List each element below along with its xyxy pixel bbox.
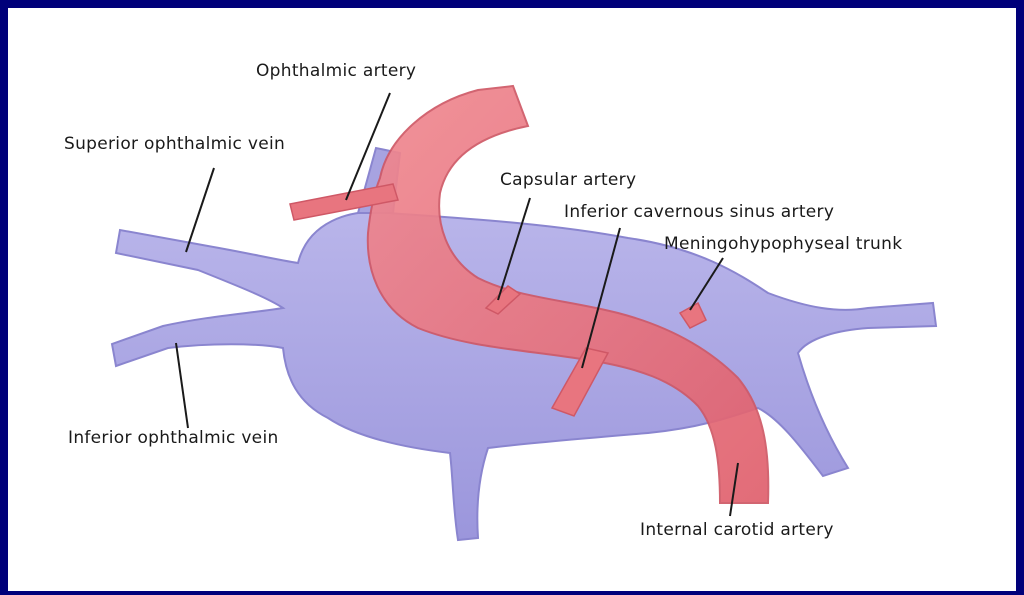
leader-inferior-ophthalmic-vein xyxy=(176,343,188,428)
label-meningohypophyseal-trunk: Meningohypophyseal trunk xyxy=(664,236,902,253)
label-inferior-ophthalmic-vein: Inferior ophthalmic vein xyxy=(68,430,279,447)
label-internal-carotid-artery: Internal carotid artery xyxy=(640,522,834,539)
leader-superior-ophthalmic-vein xyxy=(186,168,214,252)
cavernous-sinus-illustration xyxy=(8,8,1016,591)
label-superior-ophthalmic-vein: Superior ophthalmic vein xyxy=(64,136,285,153)
label-inferior-cavernous-sinus-artery: Inferior cavernous sinus artery xyxy=(564,204,834,221)
cavernous-sinus xyxy=(112,212,936,540)
label-capsular-artery: Capsular artery xyxy=(500,172,636,189)
label-ophthalmic-artery: Ophthalmic artery xyxy=(256,63,416,80)
diagram-frame: Ophthalmic artery Superior ophthalmic ve… xyxy=(8,8,1016,591)
